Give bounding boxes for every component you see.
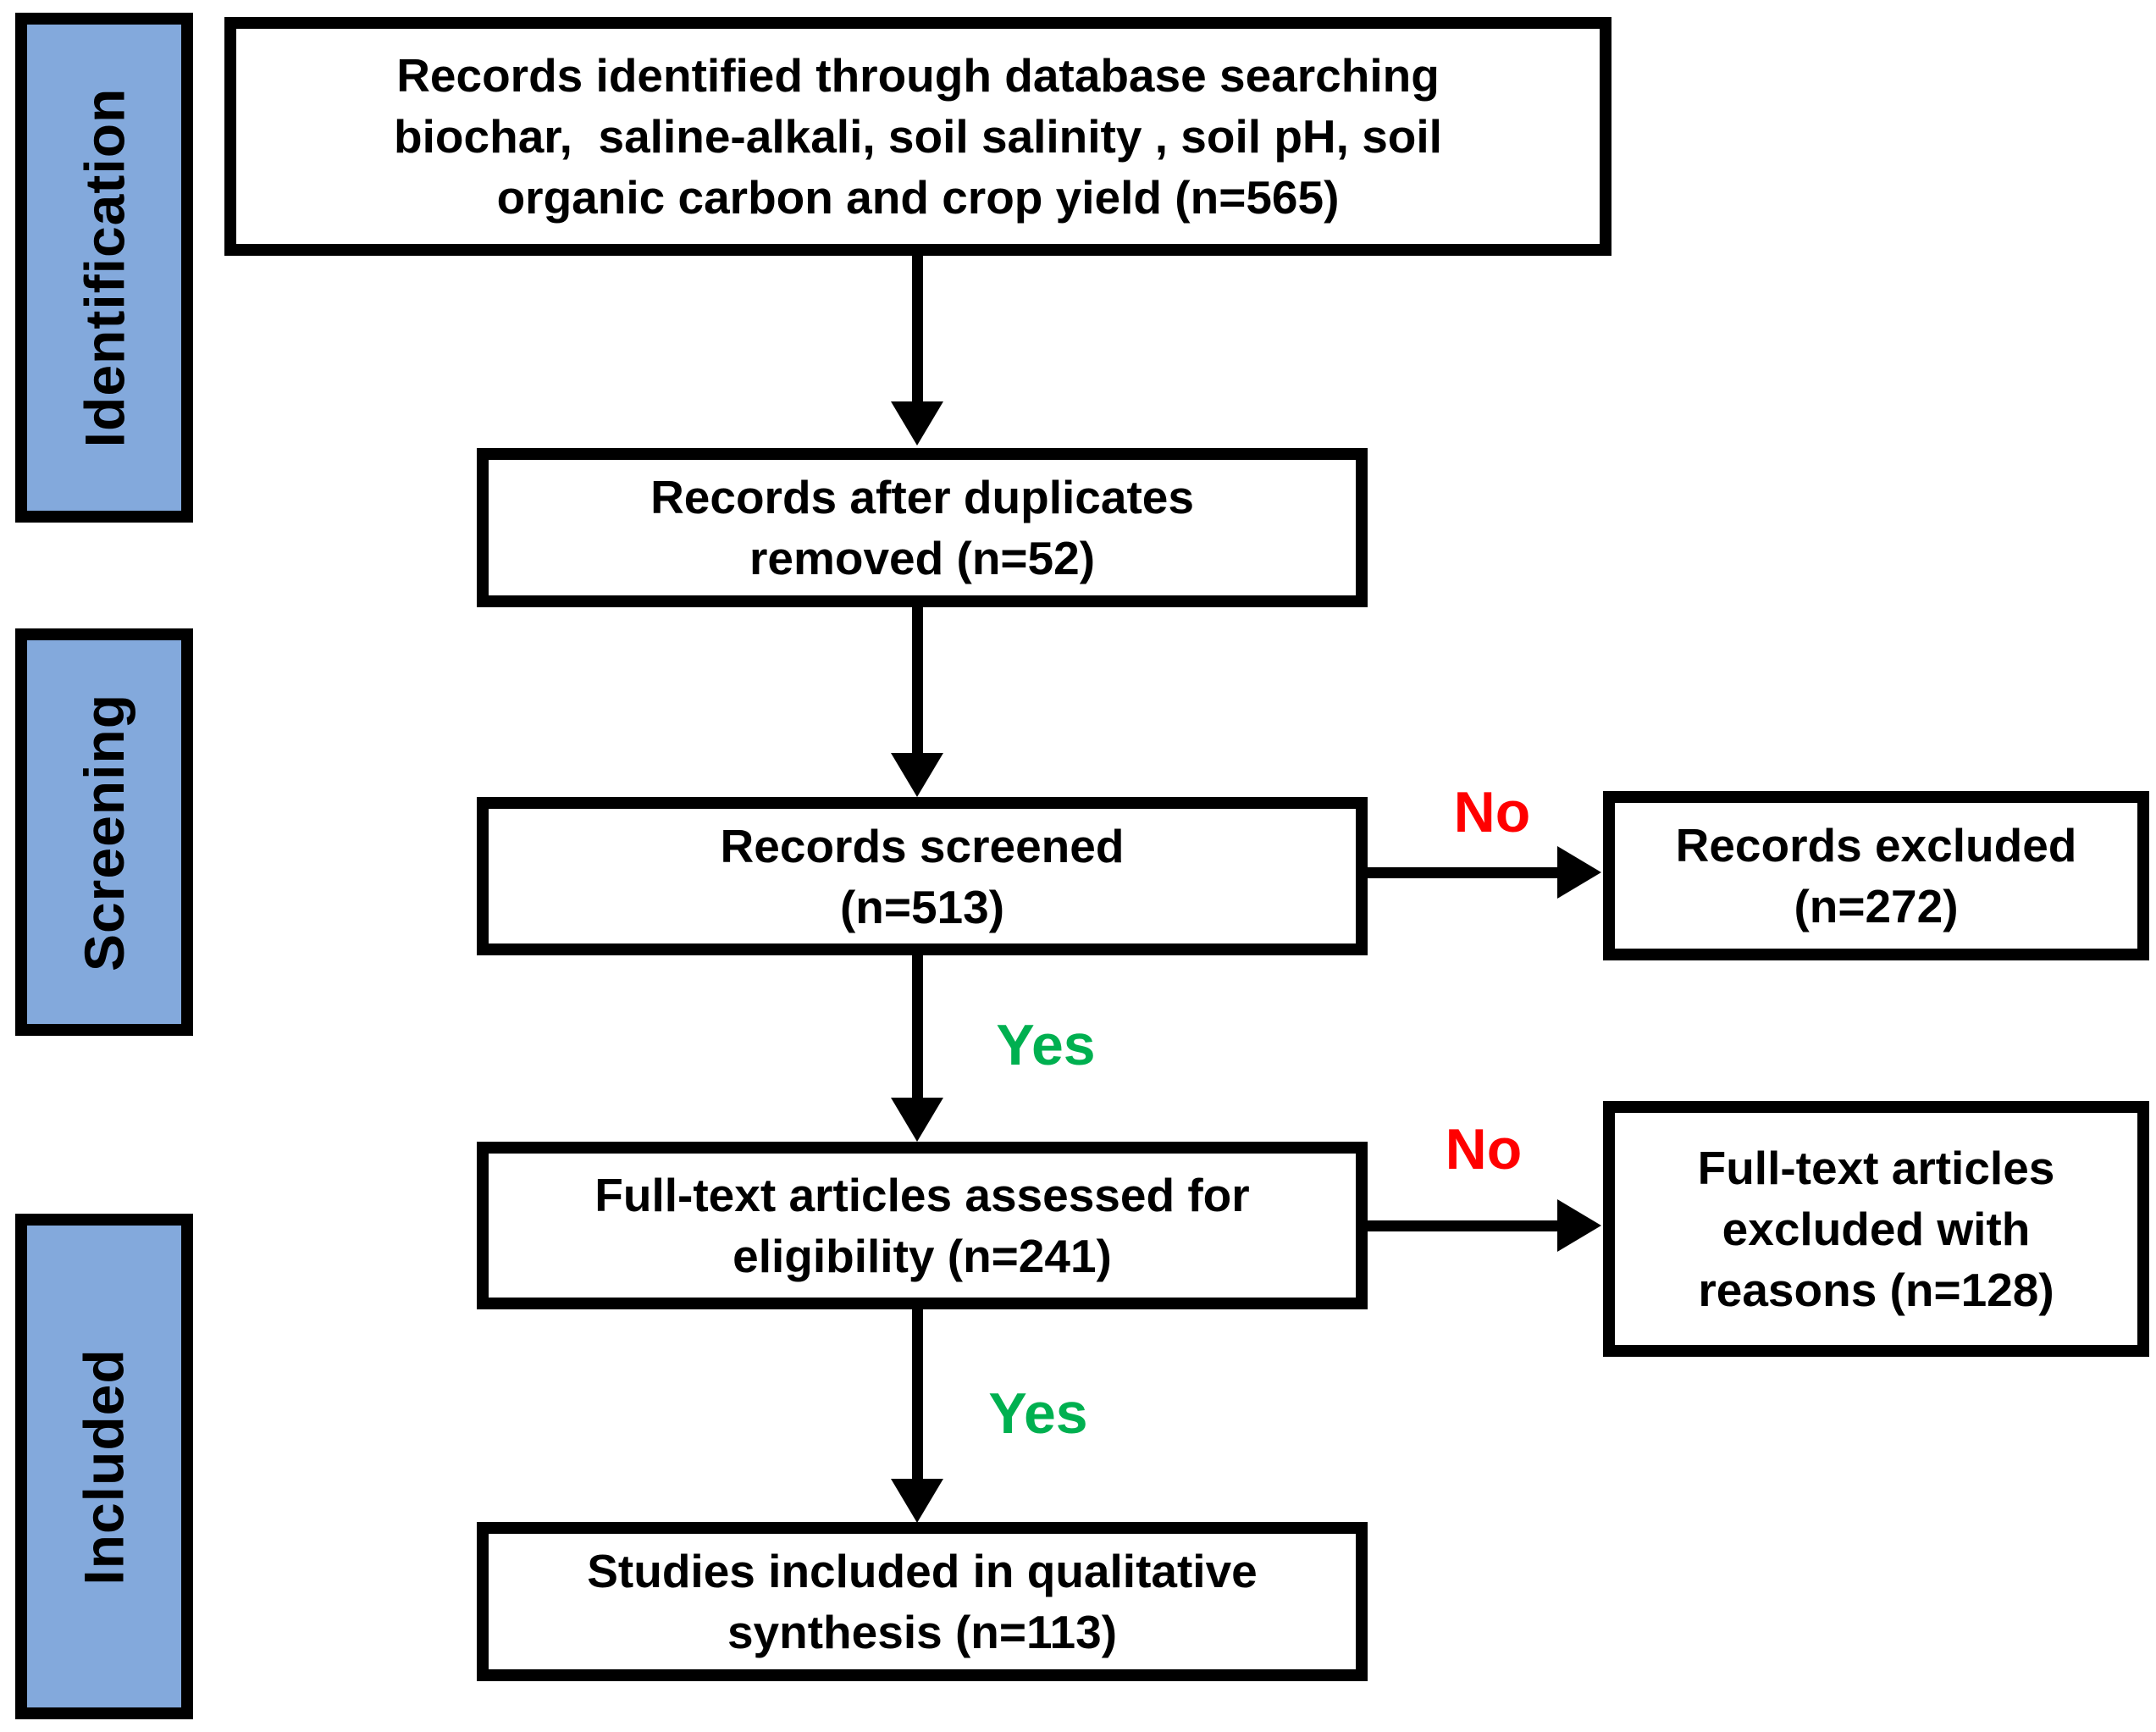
box-fulltext-excluded-line1: Full-text articles	[1697, 1142, 2055, 1194]
box-records-deduplicated-line2: removed (n=52)	[749, 532, 1096, 584]
box-records-identified-line1: Records identified through database sear…	[396, 49, 1440, 102]
arrow-deduplicated-to-screened-head	[891, 753, 943, 797]
box-studies-included: Studies included in qualitative synthesi…	[477, 1522, 1368, 1681]
label-no-fulltext: No	[1445, 1117, 1523, 1181]
arrow-screened-to-excluded-line	[1368, 867, 1557, 878]
box-fulltext-excluded: Full-text articles excluded with reasons…	[1603, 1101, 2149, 1357]
box-records-excluded-line1: Records excluded	[1675, 819, 2077, 872]
arrow-fulltext-to-included-line	[912, 1309, 923, 1479]
label-yes-screened: Yes	[996, 1013, 1096, 1077]
box-records-screened: Records screened (n=513)	[477, 797, 1368, 955]
stage-included-label: Included	[73, 1347, 136, 1585]
stage-screening: Screening	[15, 628, 193, 1036]
label-no-screened: No	[1453, 780, 1531, 844]
arrow-screened-to-fulltext-line	[912, 955, 923, 1098]
box-records-identified-line2: biochar, saline-alkali, soil salinity , …	[394, 110, 1442, 163]
box-records-identified: Records identified through database sear…	[224, 17, 1611, 256]
box-fulltext-excluded-line3: reasons (n=128)	[1698, 1264, 2054, 1316]
box-records-identified-line3: organic carbon and crop yield (n=565)	[496, 171, 1340, 224]
arrow-deduplicated-to-screened-line	[912, 607, 923, 753]
arrow-fulltext-to-excluded-head	[1557, 1199, 1601, 1252]
box-fulltext-assessed-line2: eligibility (n=241)	[732, 1230, 1112, 1282]
box-fulltext-assessed: Full-text articles assessed for eligibil…	[477, 1142, 1368, 1309]
box-fulltext-assessed-line1: Full-text articles assessed for	[594, 1169, 1250, 1221]
box-records-excluded-line2: (n=272)	[1794, 880, 1959, 932]
box-records-deduplicated-line1: Records after duplicates	[650, 471, 1194, 523]
stage-included: Included	[15, 1214, 193, 1719]
arrow-screened-to-fulltext-head	[891, 1098, 943, 1142]
box-studies-included-line2: synthesis (n=113)	[727, 1606, 1118, 1658]
arrow-screened-to-excluded-head	[1557, 846, 1601, 899]
arrow-fulltext-to-excluded-line	[1368, 1220, 1557, 1231]
stage-screening-label: Screening	[73, 693, 136, 971]
arrow-identified-to-deduplicated-line	[912, 256, 923, 401]
box-records-excluded: Records excluded (n=272)	[1603, 791, 2149, 960]
stage-identification-label: Identification	[73, 87, 136, 448]
box-records-screened-line1: Records screened	[720, 819, 1125, 872]
arrow-identified-to-deduplicated-head	[891, 401, 943, 445]
box-records-screened-line2: (n=513)	[839, 880, 1005, 933]
box-records-deduplicated: Records after duplicates removed (n=52)	[477, 448, 1368, 607]
box-studies-included-line1: Studies included in qualitative	[587, 1545, 1258, 1597]
box-fulltext-excluded-line2: excluded with	[1722, 1203, 2031, 1255]
stage-identification: Identification	[15, 13, 193, 523]
label-yes-fulltext: Yes	[988, 1381, 1088, 1446]
arrow-fulltext-to-included-head	[891, 1479, 943, 1523]
